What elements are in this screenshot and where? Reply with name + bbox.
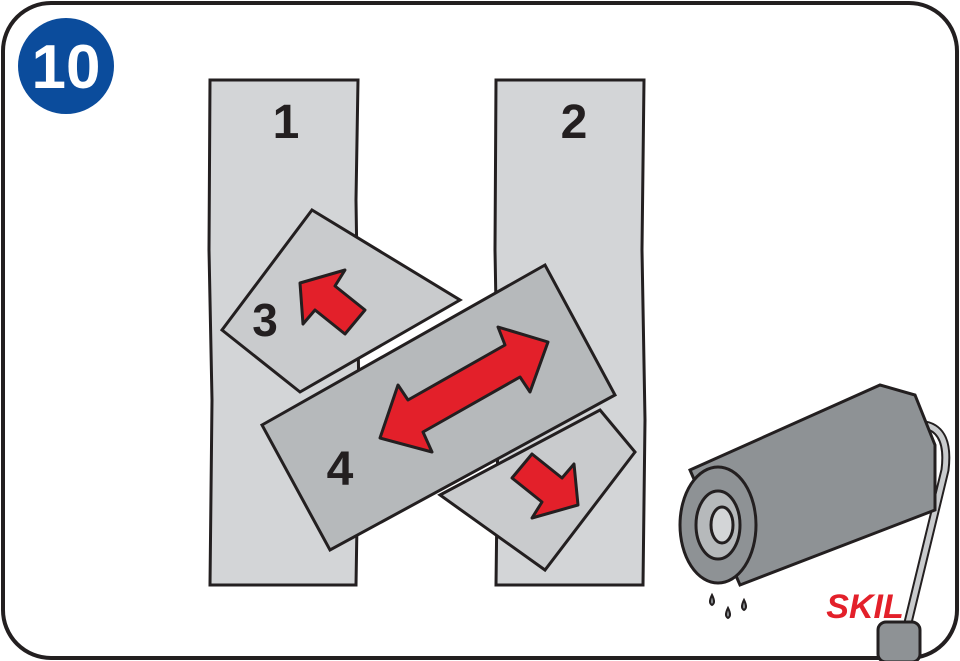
strip-2-label: 2 [561,96,588,149]
arrow-down-right-icon [510,452,580,520]
step-badge: 10 [18,18,114,114]
patch-3-label: 3 [252,294,278,346]
double-arrow-icon [378,325,550,454]
strip-1-label: 1 [273,96,300,149]
patch-3: 3 [219,208,463,394]
skil-logo: SKIL [826,588,903,626]
arrow-up-left-icon [298,268,367,336]
patch-lower [437,408,637,573]
paint-roller-icon [678,383,951,661]
patch-4-label: 4 [327,443,354,496]
paint-drops-icon [709,592,747,620]
patch-4: 4 [259,262,618,553]
step-number: 10 [32,33,101,102]
